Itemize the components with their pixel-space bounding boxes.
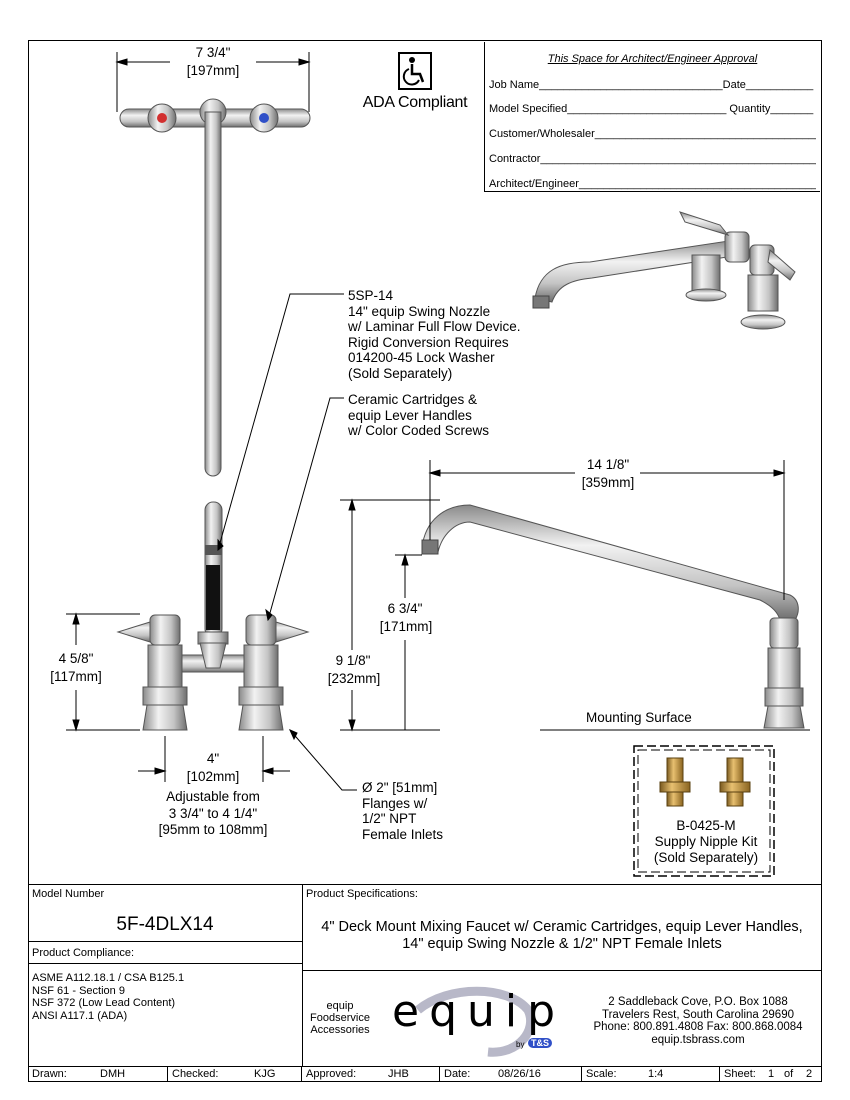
sheet-label: Sheet: [724,1068,756,1080]
faucet-drawing [66,52,810,877]
compliance-item: NSF 372 (Low Lead Content) [32,997,176,1009]
compliance-item: NSF 61 - Section 9 [32,984,125,997]
approved-by: JHB [388,1068,409,1080]
date-label: Date [722,79,746,91]
top-width-in: 7 3/4" [195,45,231,60]
info-area [28,884,822,1083]
spout-height-in: 6 3/4" [387,601,423,616]
drawn-by: DMH [100,1068,126,1080]
ada-label: ADA Compliant [362,94,468,111]
checked-by: KJG [254,1068,276,1080]
spacing-mm: [102mm] [186,769,240,784]
spout-height-mm: [171mm] [379,619,433,634]
spec-text: 4" Deck Mount Mixing Faucet w/ Ceramic C… [321,919,803,952]
title-block [28,1066,822,1083]
architect-label: Architect/Engineer [489,178,579,190]
brand-logo: equip by T&S [388,980,588,1060]
sheet-total: 2 [806,1068,813,1080]
side-dimensions [340,460,786,732]
brand-sub: equip Foodservice Accessories [310,1000,370,1036]
address-line: Phone: 800.891.4808 Fax: 800.868.0084 [593,1021,803,1033]
approval-block: This Space for Architect/Engineer Approv… [484,42,820,192]
brand-by: by [516,1040,525,1049]
top-view-faucet [119,98,311,477]
nozzle-callout: 5SP-14 14" equip Swing Nozzle w/ Laminar… [348,288,521,381]
checked-label: Checked: [172,1068,219,1080]
address-line: Travelers Rest, South Carolina 29690 [602,1008,794,1021]
sheet-of: of [784,1068,794,1080]
nipple-kit-label: B-0425-M Supply Nipple Kit (Sold Separat… [653,818,759,865]
approval-header: This Space for Architect/Engineer Approv… [547,53,758,65]
date-label-bar: Date: [444,1068,471,1080]
height-in: 4 5/8" [58,651,94,666]
address-line: 2 Saddleback Cove, P.O. Box 1088 [608,996,788,1008]
compliance-list: ASME A112.18.1 / CSA B125.1 NSF 61 - Sec… [32,972,184,1022]
reach-in: 14 1/8" [586,457,630,472]
approved-label: Approved: [306,1068,357,1080]
date-value: 08/26/16 [498,1068,541,1080]
front-dimensions [66,612,290,782]
adjustable-range: Adjustable from 3 3/4" to 4 1/4" [95mm t… [158,789,268,837]
supply-nipple-kit [633,745,775,877]
compliance-label: Product Compliance: [32,947,135,959]
scale-label: Scale: [586,1068,617,1080]
ts-logo: T&S [528,1038,552,1048]
scale-value: 1:4 [648,1068,664,1080]
model-specified-label: Model Specified [489,103,568,115]
drawn-label: Drawn: [32,1068,67,1080]
height-mm: [117mm] [50,669,102,684]
side-view-faucet [421,504,810,731]
contractor-label: Contractor [489,153,541,165]
flange-callout: Ø 2" [51mm] Flanges w/ 1/2" NPT Female I… [362,780,444,842]
top-width-dimension [115,52,311,112]
leader-lines [217,293,357,791]
top-width-mm: [197mm] [186,63,240,78]
spacing-in: 4" [206,751,220,766]
model-number: 5F-4DLX14 [116,914,214,935]
overall-height-mm: [232mm] [327,671,381,686]
model-number-label: Model Number [32,888,105,900]
overall-height-in: 9 1/8" [335,653,371,668]
address-line: equip.tsbrass.com [651,1033,745,1046]
equip-swoosh-icon [415,986,536,1057]
ada-badge: ADA Compliant [352,52,478,112]
sheet-number: 1 [768,1068,775,1080]
brand-logo-text: equip [392,986,566,1037]
wheelchair-icon [398,52,432,90]
reach-mm: [359mm] [581,475,635,490]
front-view-faucet [116,501,310,731]
job-name-label: Job Name [489,79,540,91]
compliance-item: ANSI A117.1 (ADA) [32,1009,128,1022]
customer-label: Customer/Wholesaler [489,128,595,140]
spec-label: Product Specifications: [306,888,418,900]
drawing-frame [28,40,822,1082]
cartridge-callout: Ceramic Cartridges & equip Lever Handles… [348,392,490,438]
perspective-view-faucet [532,211,796,330]
company-address: 2 Saddleback Cove, P.O. Box 1088 Travele… [578,996,818,1046]
quantity-label: Quantity [729,103,771,115]
mounting-surface-label: Mounting Surface [586,710,692,725]
compliance-item: ASME A112.18.1 / CSA B125.1 [32,972,185,984]
